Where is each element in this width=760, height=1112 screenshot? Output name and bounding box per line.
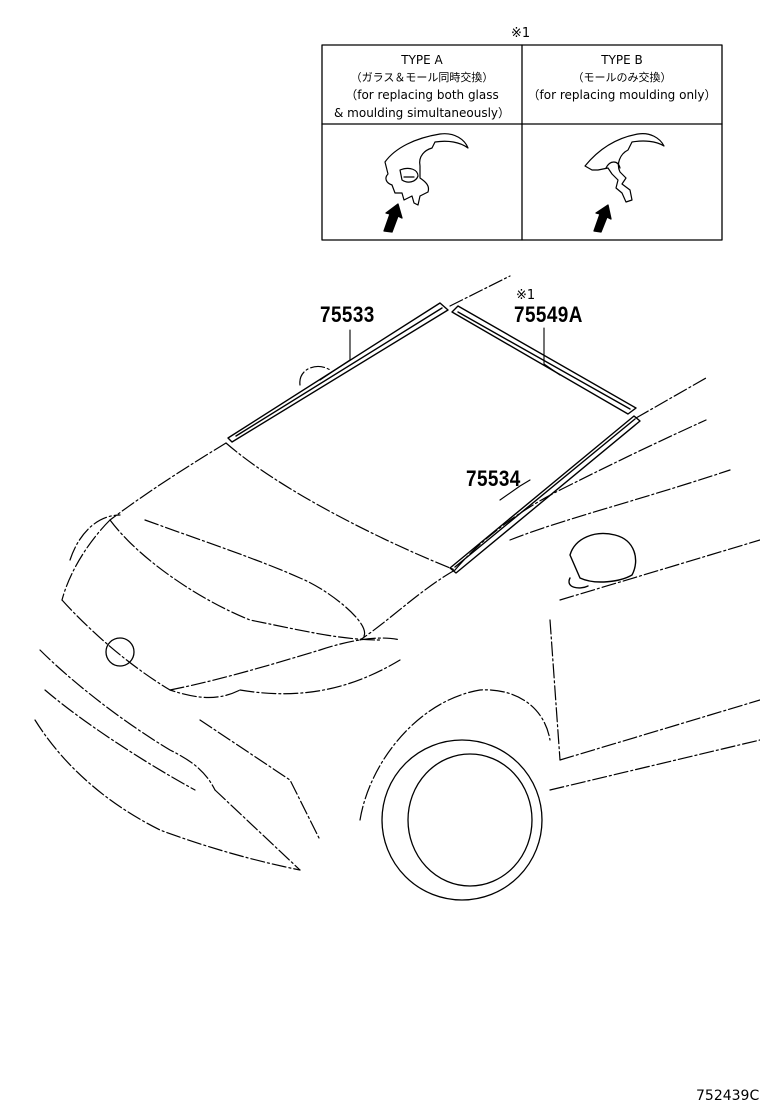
part-number-75534: 75534 (466, 466, 521, 491)
legend-table (321, 44, 723, 241)
moulding-75533 (227, 302, 449, 443)
type-b-title: TYPE B (601, 53, 643, 67)
type-b-en-line1: （for replacing moulding only） (527, 88, 717, 102)
leader-lines (319, 327, 561, 501)
part-note-mark: ※1 (516, 288, 536, 303)
type-b-jp: （モールのみ交換） (572, 71, 672, 84)
part-number-75549a: 75549A (514, 302, 583, 327)
type-b-section-icon (584, 133, 665, 203)
type-a-en-line1: （for replacing both glass (345, 88, 499, 102)
type-a-section-icon (384, 133, 469, 206)
type-b-arrow-icon (593, 204, 612, 233)
side-mirror (568, 532, 637, 589)
legend-note-mark: ※1 (511, 26, 531, 41)
type-a-title: TYPE A (401, 53, 443, 67)
moulding-75534 (449, 415, 641, 574)
fog-lamp (105, 637, 135, 667)
car-outline (34, 275, 760, 871)
type-a-en-line2: & moulding simultaneously） (333, 106, 511, 120)
illustration-code: 752439C (696, 1088, 760, 1104)
part-number-75533: 75533 (320, 302, 375, 327)
type-a-arrow-icon (383, 203, 403, 233)
front-wheel (381, 739, 543, 901)
type-a-jp: （ガラス＆モール同時交換） (350, 71, 494, 84)
